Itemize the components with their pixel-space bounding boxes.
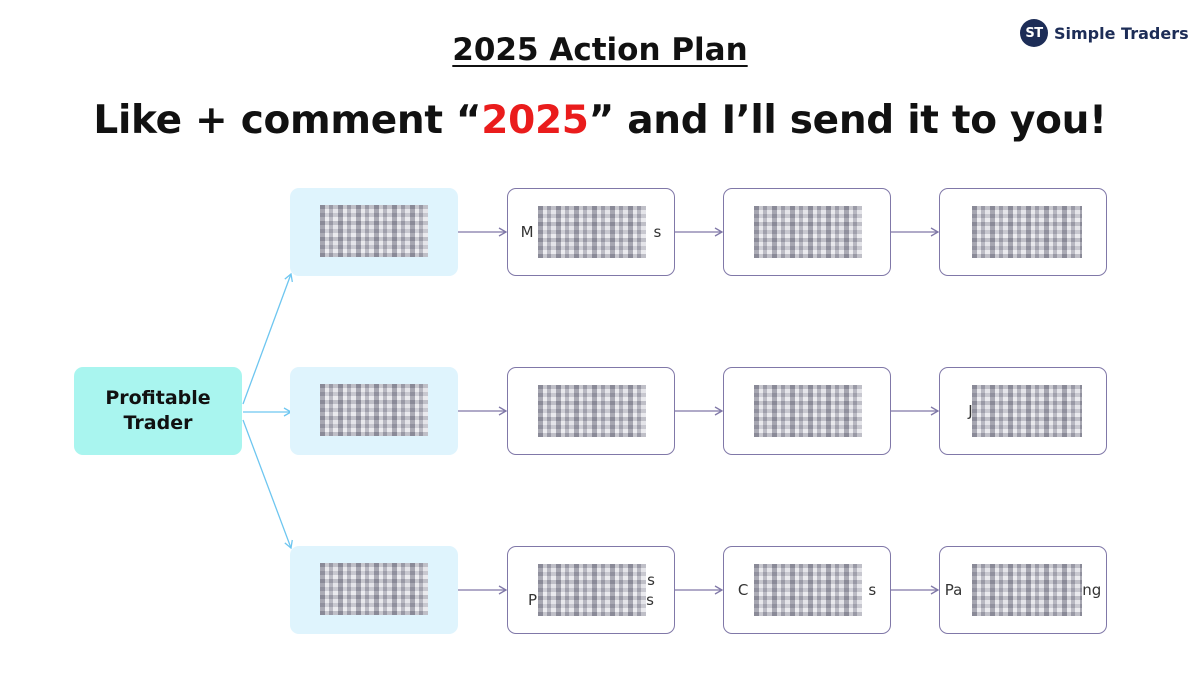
pixelated-redaction (754, 564, 862, 616)
step-node-r3-c4: Pa ng (939, 546, 1107, 634)
pixelated-redaction (320, 384, 428, 436)
pixelated-redaction (538, 385, 646, 437)
step-node-r1-c4 (939, 188, 1107, 276)
step-node-r2-c1 (290, 367, 458, 455)
headline-after: ” and I’ll send it to you! (588, 98, 1107, 143)
brand-name: Simple Traders (1054, 23, 1189, 43)
pixelated-redaction (972, 564, 1082, 616)
pixelated-redaction (538, 564, 646, 616)
pixelated-redaction (538, 206, 646, 258)
step-node-r3-c3: C s (723, 546, 891, 634)
step-node-label: Pa ng (944, 581, 1102, 599)
step-node-label: M s (520, 223, 662, 241)
step-node-r3-c1 (290, 546, 458, 634)
pixelated-redaction (972, 385, 1082, 437)
pixelated-redaction (754, 385, 862, 437)
step-node-label: C s (737, 581, 877, 599)
brand-badge-icon: ST (1020, 19, 1048, 47)
step-node-r1-c2: M s (507, 188, 675, 276)
step-node-r3-c2: s P ls (507, 546, 675, 634)
step-node-r2-c2 (507, 367, 675, 455)
step-node-r2-c3 (723, 367, 891, 455)
step-node-r2-c4: J (939, 367, 1107, 455)
headline-before: Like + comment “ (93, 98, 482, 143)
root-node-profitable-trader: Profitable Trader (74, 367, 242, 455)
brand-logo: ST Simple Traders (1020, 17, 1189, 49)
headline: Like + comment “2025” and I’ll send it t… (0, 98, 1200, 143)
branch-arrow-1 (242, 272, 293, 405)
page-title: 2025 Action Plan (452, 32, 748, 68)
step-node-label: J (968, 402, 973, 420)
pixelated-redaction (320, 205, 428, 257)
pixelated-redaction (320, 563, 428, 615)
branch-arrow-3 (242, 419, 293, 550)
pixelated-redaction (972, 206, 1082, 258)
step-node-r1-c1 (290, 188, 458, 276)
headline-highlight: 2025 (481, 98, 589, 143)
step-node-r1-c3 (723, 188, 891, 276)
pixelated-redaction (754, 206, 862, 258)
